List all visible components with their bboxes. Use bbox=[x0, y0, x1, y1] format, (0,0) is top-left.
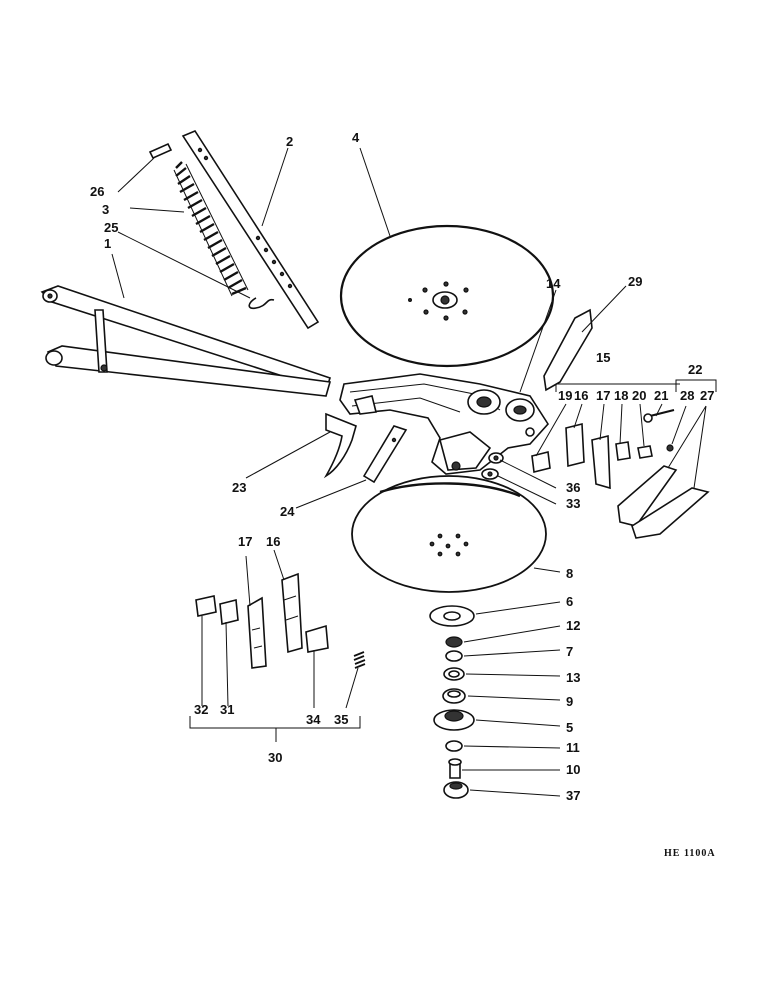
label-19: 19 bbox=[558, 388, 572, 403]
blade bbox=[362, 425, 408, 484]
label-26: 26 bbox=[90, 184, 104, 199]
adjusting-strap bbox=[181, 130, 320, 330]
label-9: 9 bbox=[566, 694, 573, 709]
drawing-reference: HE 1100A bbox=[664, 848, 716, 859]
curved-scraper bbox=[323, 412, 357, 479]
hub-assembly bbox=[429, 605, 475, 799]
label-37: 37 bbox=[566, 788, 580, 803]
group-30-bracket bbox=[189, 716, 361, 742]
part-labels: 1 2 3 4 5 6 7 8 9 10 11 12 13 14 15 16 1… bbox=[90, 130, 714, 803]
label-36: 36 bbox=[566, 480, 580, 495]
label-31: 31 bbox=[220, 702, 234, 717]
label-17-upper: 17 bbox=[596, 388, 610, 403]
label-29: 29 bbox=[628, 274, 642, 289]
label-16-upper: 16 bbox=[574, 388, 588, 403]
drawbar-frame bbox=[40, 285, 332, 397]
label-18: 18 bbox=[614, 388, 628, 403]
label-32: 32 bbox=[194, 702, 208, 717]
label-28: 28 bbox=[680, 388, 694, 403]
leader-lines bbox=[111, 147, 707, 797]
group-22-bracket bbox=[675, 379, 717, 392]
label-1: 1 bbox=[104, 236, 111, 251]
label-23: 23 bbox=[232, 480, 246, 495]
label-20: 20 bbox=[632, 388, 646, 403]
washer-small bbox=[481, 452, 504, 480]
upper-disc bbox=[339, 224, 555, 368]
lower-disc bbox=[351, 475, 547, 593]
label-14: 14 bbox=[546, 276, 561, 291]
label-24: 24 bbox=[280, 504, 295, 519]
label-27: 27 bbox=[700, 388, 714, 403]
label-16-lower: 16 bbox=[266, 534, 280, 549]
label-2: 2 bbox=[286, 134, 293, 149]
label-13: 13 bbox=[566, 670, 580, 685]
scraper-blade bbox=[543, 308, 593, 392]
label-35: 35 bbox=[334, 712, 348, 727]
label-5: 5 bbox=[566, 720, 573, 735]
label-33: 33 bbox=[566, 496, 580, 511]
label-11: 11 bbox=[566, 740, 580, 755]
label-3: 3 bbox=[102, 202, 109, 217]
scraper-group-30 bbox=[195, 572, 366, 669]
scraper-group-15 bbox=[531, 409, 675, 490]
group-15-bracket bbox=[555, 383, 680, 392]
label-15: 15 bbox=[596, 350, 610, 365]
label-30: 30 bbox=[268, 750, 282, 765]
label-6: 6 bbox=[566, 594, 573, 609]
pin bbox=[148, 142, 173, 160]
label-22: 22 bbox=[688, 362, 702, 377]
boot-group-22 bbox=[617, 444, 710, 539]
label-34: 34 bbox=[306, 712, 321, 727]
label-8: 8 bbox=[566, 566, 573, 581]
label-17-lower: 17 bbox=[238, 534, 252, 549]
coil-spring bbox=[173, 161, 249, 297]
label-12: 12 bbox=[566, 618, 580, 633]
opener-frame bbox=[339, 373, 550, 475]
label-10: 10 bbox=[566, 762, 580, 777]
label-4: 4 bbox=[352, 130, 360, 145]
label-7: 7 bbox=[566, 644, 573, 659]
label-25: 25 bbox=[104, 220, 118, 235]
label-21: 21 bbox=[654, 388, 668, 403]
s-hook bbox=[248, 297, 275, 310]
